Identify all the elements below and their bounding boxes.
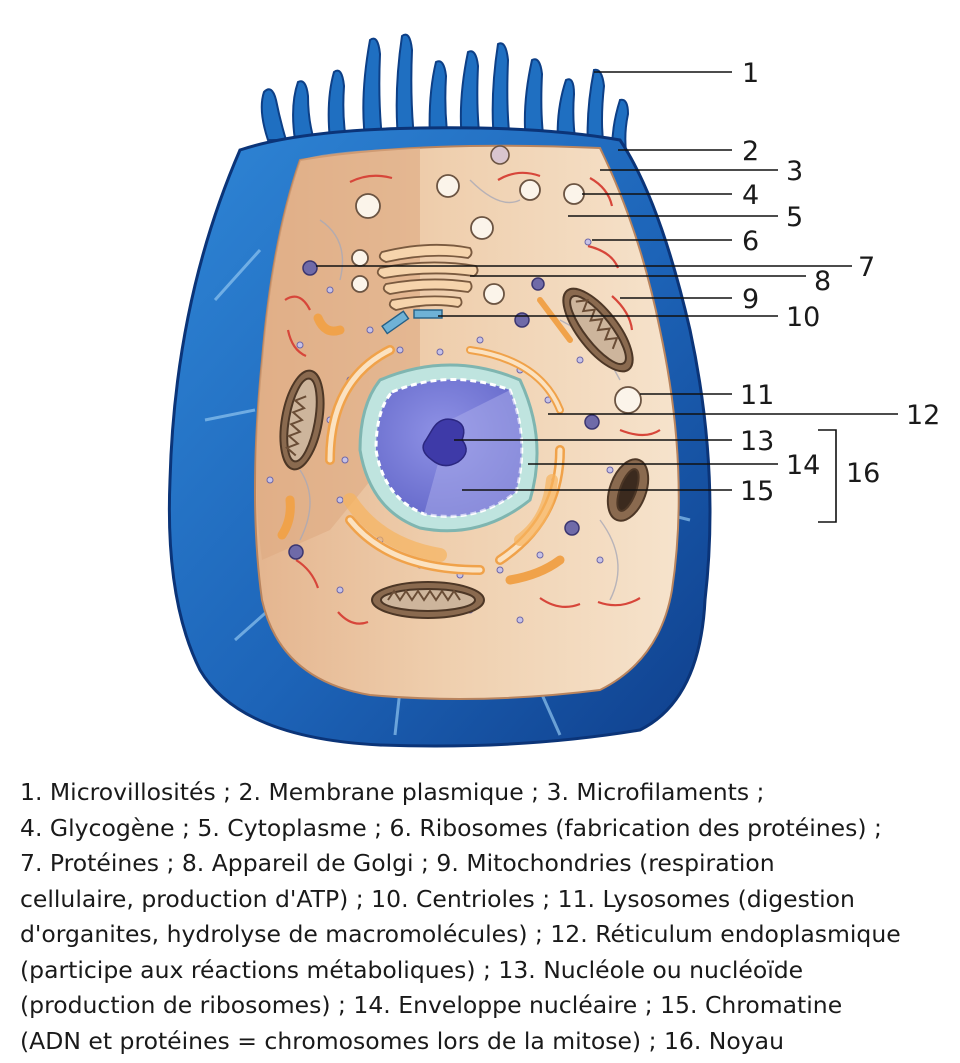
label-9: 9: [742, 284, 759, 315]
label-12: 12: [906, 400, 940, 431]
caption-line: cellulaire, production d'ATP) ; 10. Cent…: [20, 884, 855, 913]
legend-caption: 1. Microvillosités ; 2. Membrane plasmiq…: [20, 775, 945, 1059]
label-5: 5: [786, 202, 803, 233]
mitochondria: [279, 287, 650, 619]
nucleus-cut-face: [424, 390, 522, 517]
label-14: 14: [786, 450, 820, 481]
label-10: 10: [786, 302, 820, 333]
label-3: 3: [786, 156, 803, 187]
vesicle-on-membrane: [490, 145, 510, 165]
label-15: 15: [740, 476, 774, 507]
nucleolus: [422, 418, 467, 467]
caption-line: 1. Microvillosités ; 2. Membrane plasmiq…: [20, 778, 765, 806]
caption-line: d'organites, hydrolyse de macromolécules…: [20, 920, 901, 948]
caption-line: 7. Protéines ; 8. Appareil de Golgi ; 9.…: [20, 849, 775, 877]
label-6: 6: [742, 226, 759, 257]
label-2: 2: [742, 136, 759, 167]
label-13: 13: [740, 426, 774, 457]
vesicles: [351, 174, 642, 414]
caption-line: (production de ribosomes) ; 14. Envelopp…: [20, 991, 843, 1019]
microfilaments: [284, 171, 661, 625]
cell-diagram: 1 2 3 4 5 6 7 8 9 10 11 12 13 14 15 16: [167, 33, 940, 748]
caption-line: 4. Glycogène ; 5. Cytoplasme ; 6. Riboso…: [20, 813, 882, 842]
microvilli: [260, 33, 630, 154]
caption-line: (ADN et protéines = chromosomes lors de …: [20, 1026, 784, 1055]
label-16: 16: [846, 458, 880, 489]
leader-lines: [316, 71, 898, 523]
endoplasmic-reticulum: [277, 297, 573, 585]
label-8: 8: [814, 266, 831, 297]
label-1: 1: [742, 58, 759, 89]
label-4: 4: [742, 180, 759, 211]
label-11: 11: [740, 380, 774, 411]
caption-line: (participe aux réactions métaboliques) ;…: [20, 955, 804, 984]
centrioles: [381, 309, 443, 335]
label-7: 7: [858, 252, 875, 283]
